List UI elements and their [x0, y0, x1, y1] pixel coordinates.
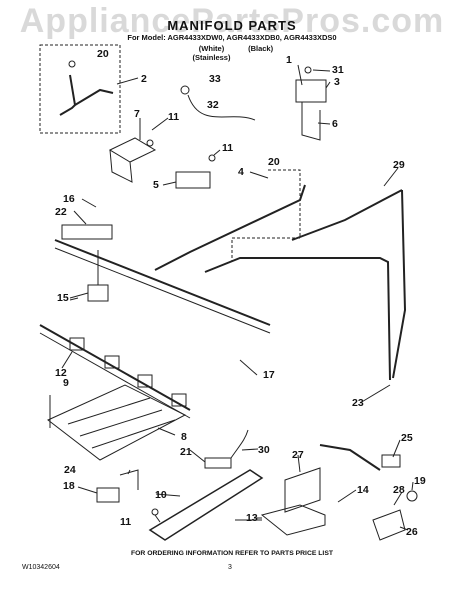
- page-number: 3: [228, 564, 232, 571]
- callout-31[interactable]: 31: [332, 64, 344, 76]
- callout-7[interactable]: 7: [134, 108, 140, 120]
- watermark: AppliancePartsPros.com: [19, 2, 445, 40]
- callout-15[interactable]: 15: [57, 292, 69, 304]
- model-line: For Model: AGR4433XDW0, AGR4433XDB0, AGR…: [127, 33, 337, 42]
- part-bracket-6: [301, 102, 321, 141]
- callout-29[interactable]: 29: [393, 159, 405, 171]
- callout-16[interactable]: 16: [63, 193, 75, 205]
- variant-labels: (White) (Black) (Stainless): [188, 44, 333, 62]
- part-burner-10: [148, 469, 264, 541]
- variant-black: (Black): [248, 44, 274, 53]
- callout-14[interactable]: 14: [357, 484, 369, 496]
- callout-11-a[interactable]: 11: [168, 111, 180, 123]
- part-valve-13: [260, 504, 326, 536]
- variant-stainless: (Stainless): [192, 53, 231, 62]
- callout-20-b[interactable]: 20: [268, 156, 280, 168]
- variant-white: (White): [198, 44, 225, 53]
- callout-27[interactable]: 27: [292, 449, 304, 461]
- callout-22[interactable]: 22: [55, 206, 67, 218]
- callout-19[interactable]: 19: [414, 475, 426, 487]
- document-number: W10342604: [22, 564, 60, 571]
- group-box-upper-left: [39, 44, 121, 134]
- callout-26[interactable]: 26: [406, 526, 418, 538]
- part-tube-4: [154, 184, 306, 271]
- callout-18[interactable]: 18: [63, 480, 75, 492]
- callout-2[interactable]: 2: [141, 73, 147, 85]
- callout-32[interactable]: 32: [207, 99, 219, 111]
- part-tube-29: [291, 189, 403, 241]
- part-switch-5: [175, 171, 211, 189]
- part-shield-8: [47, 384, 187, 461]
- callout-10[interactable]: 10: [155, 489, 167, 501]
- callout-9[interactable]: 9: [63, 377, 69, 389]
- callout-33[interactable]: 33: [209, 73, 221, 85]
- callout-21[interactable]: 21: [180, 446, 192, 458]
- callout-24[interactable]: 24: [64, 464, 76, 476]
- part-igniter-21: [204, 457, 232, 469]
- callout-3[interactable]: 3: [334, 76, 340, 88]
- callout-11-b[interactable]: 11: [222, 142, 234, 154]
- part-screw-20: [68, 60, 76, 68]
- part-wire-32: [187, 94, 256, 121]
- callout-17[interactable]: 17: [263, 369, 275, 381]
- part-clip-18: [96, 487, 120, 503]
- part-box-7: [108, 137, 157, 183]
- callout-28[interactable]: 28: [393, 484, 405, 496]
- callout-4[interactable]: 4: [238, 166, 244, 178]
- part-clamp-25: [381, 454, 401, 468]
- callout-1[interactable]: 1: [286, 54, 292, 66]
- part-bracket-22: [61, 224, 113, 240]
- callout-6[interactable]: 6: [332, 118, 338, 130]
- callout-8[interactable]: 8: [181, 431, 187, 443]
- callout-13[interactable]: 13: [246, 512, 258, 524]
- part-bracket-24: [119, 469, 139, 490]
- callout-11-c[interactable]: 11: [120, 516, 132, 528]
- ordering-footer: FOR ORDERING INFORMATION REFER TO PARTS …: [130, 550, 334, 557]
- part-regulator-26: [372, 509, 406, 541]
- part-manifold-17: [54, 239, 271, 326]
- callout-20-a[interactable]: 20: [97, 48, 109, 60]
- callout-12[interactable]: 12: [55, 367, 67, 379]
- part-tube-23: [204, 257, 391, 381]
- callout-5[interactable]: 5: [153, 179, 159, 191]
- part-valve-15: [87, 284, 109, 302]
- callout-25[interactable]: 25: [401, 432, 413, 444]
- part-valve-27: [284, 467, 321, 513]
- callout-30[interactable]: 30: [258, 444, 270, 456]
- part-tube-2: [69, 74, 114, 107]
- part-bracket-3: [295, 79, 327, 103]
- diagram-title: MANIFOLD PARTS: [167, 18, 297, 33]
- callout-23[interactable]: 23: [352, 397, 364, 409]
